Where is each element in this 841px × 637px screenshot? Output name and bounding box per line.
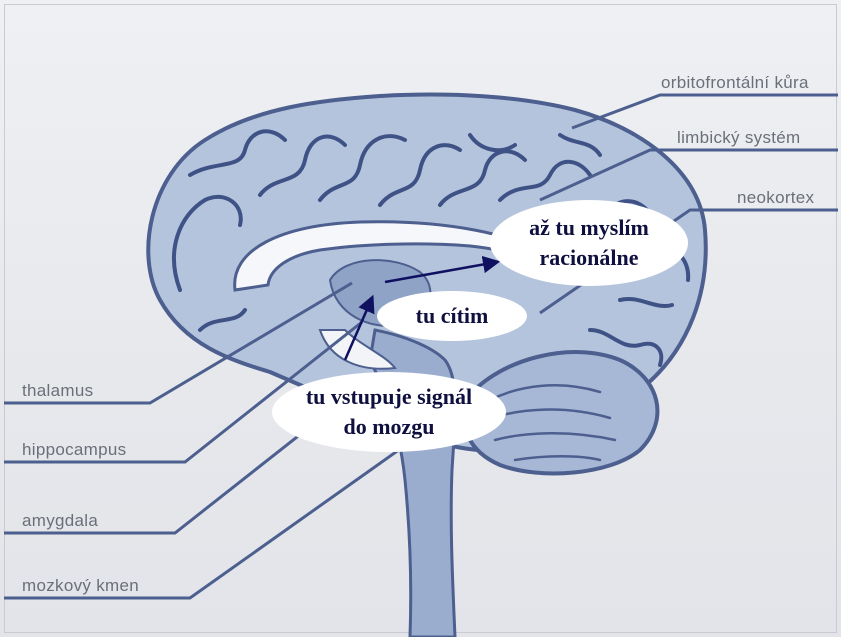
bubble-feeling-text: tu cítim xyxy=(416,301,489,331)
bubble-rational-line1: až tu myslím xyxy=(529,213,649,243)
label-hippocampus: hippocampus xyxy=(22,440,126,460)
bubble-signal-line2: do mozgu xyxy=(306,412,472,442)
label-limbic-system: limbický systém xyxy=(677,128,801,148)
bubble-rational-line2: racionálne xyxy=(529,243,649,273)
label-thalamus: thalamus xyxy=(22,381,93,401)
label-brainstem: mozkový kmen xyxy=(22,576,139,596)
bubble-signal-line1: tu vstupuje signál xyxy=(306,382,472,412)
bubble-rational-thinking: až tu myslím racionálne xyxy=(490,200,688,286)
label-amygdala: amygdala xyxy=(22,511,98,531)
bubble-feeling: tu cítim xyxy=(377,291,527,341)
bubble-signal-entry: tu vstupuje signál do mozgu xyxy=(272,372,506,452)
label-neocortex: neokortex xyxy=(737,188,814,208)
label-orbitofrontal-cortex: orbitofrontální kůra xyxy=(661,73,809,93)
